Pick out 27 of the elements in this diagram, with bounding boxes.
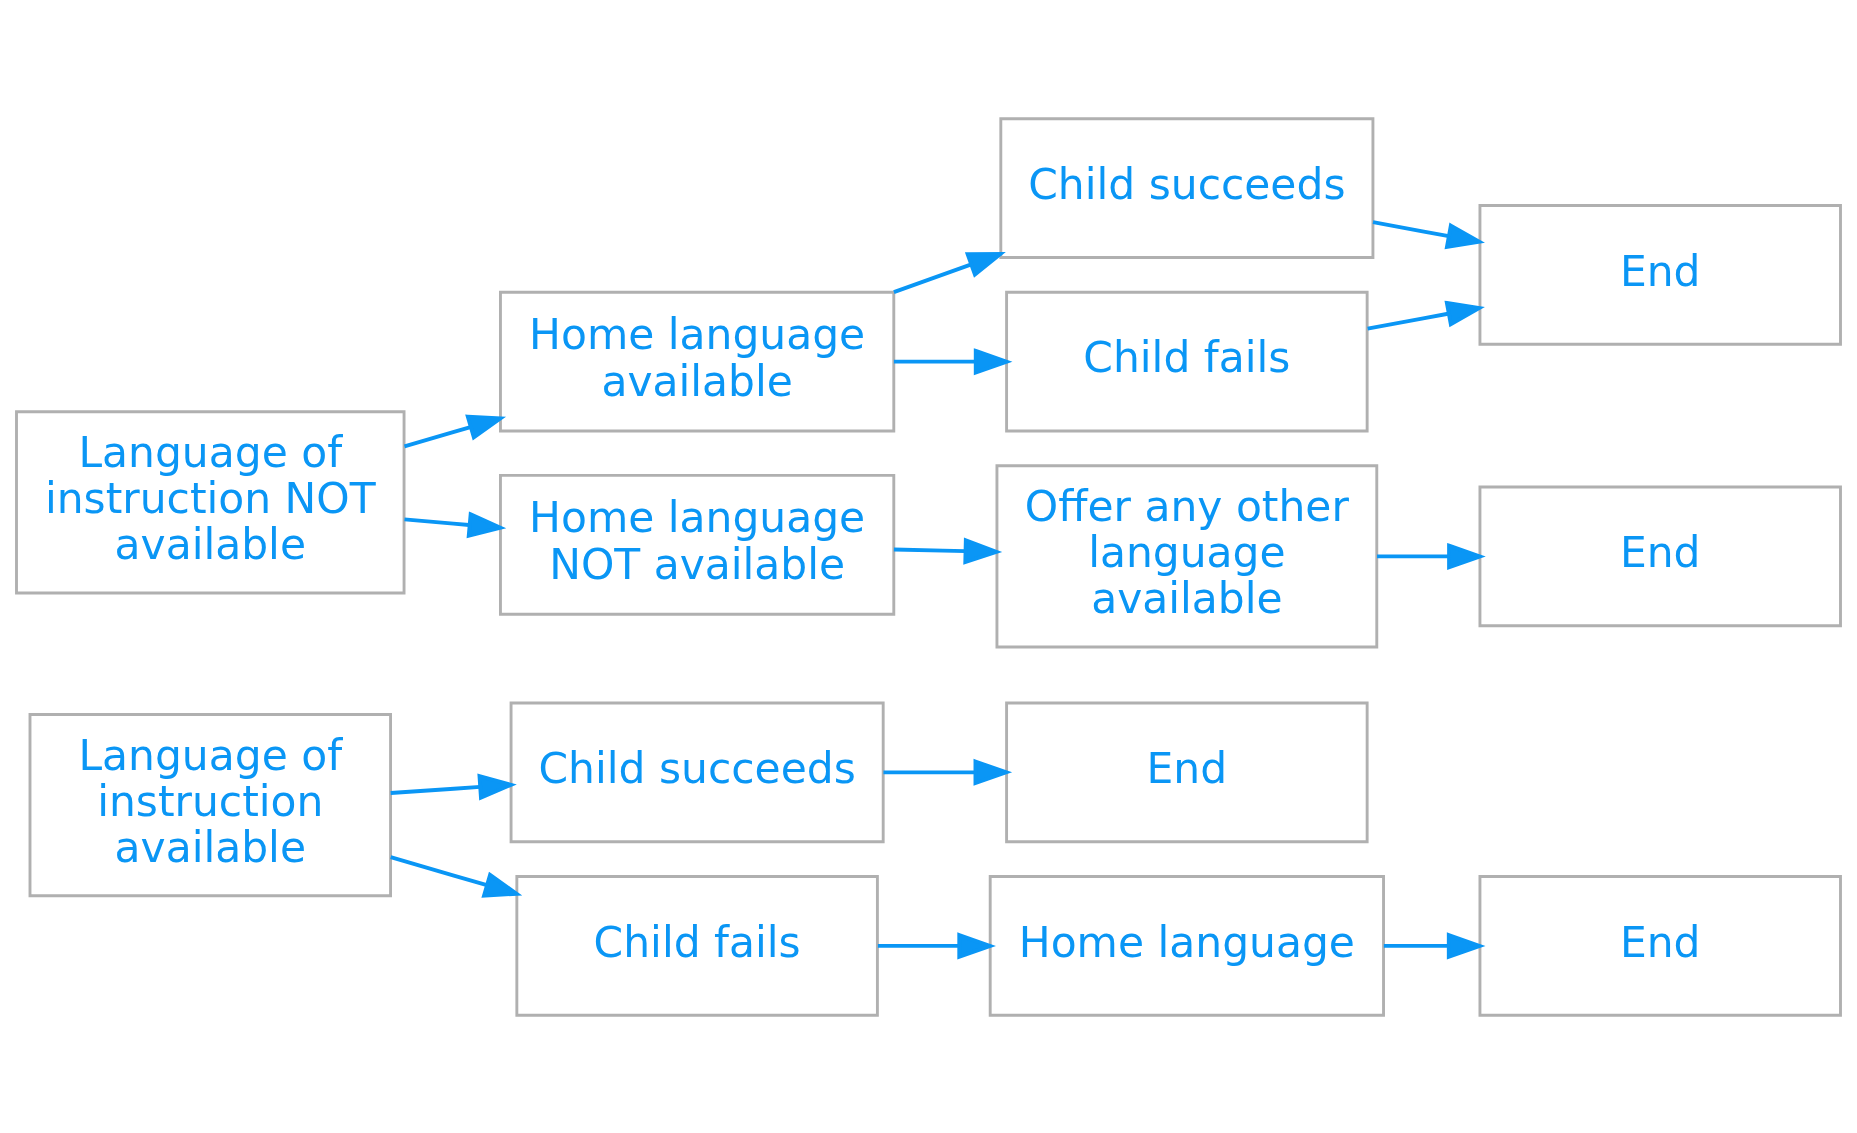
node-box: Offer any other language available	[995, 463, 1379, 648]
node-box: Language of instruction available	[28, 712, 392, 897]
arrow	[404, 510, 507, 538]
arrow	[877, 931, 996, 959]
node-box: Child fails	[515, 874, 879, 1017]
node-box: Child fails	[1005, 290, 1369, 432]
node-box: End	[1478, 203, 1842, 346]
arrow	[1367, 300, 1485, 330]
node-box: Home language NOT available	[499, 473, 896, 616]
arrow	[390, 854, 523, 898]
arrow	[893, 537, 1003, 565]
node-box: End	[1478, 485, 1842, 627]
node-box: End	[1478, 874, 1842, 1017]
arrow	[390, 773, 517, 801]
arrow	[1377, 542, 1486, 570]
node-box: Home language	[988, 874, 1385, 1017]
node-box: End	[1005, 701, 1369, 843]
arrow	[1372, 219, 1485, 249]
arrow	[1383, 931, 1486, 959]
arrow	[403, 414, 507, 448]
arrow	[893, 251, 1006, 294]
node-box: Language of instruction NOT available	[15, 409, 406, 594]
arrow	[893, 347, 1013, 375]
node-box: Child succeeds	[999, 116, 1375, 259]
node-box: Home language available	[499, 290, 896, 432]
node-box: Child succeeds	[509, 701, 885, 843]
arrow	[883, 758, 1013, 786]
